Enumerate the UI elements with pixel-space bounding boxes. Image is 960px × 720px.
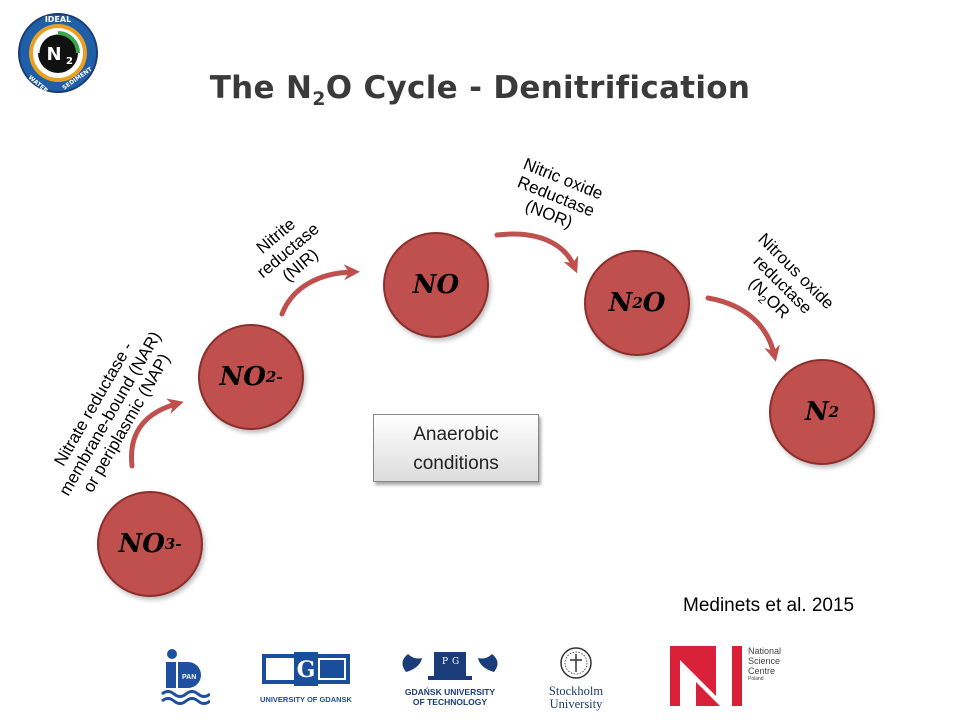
national-science-centre-logo: National Science Centre Poland [670,646,810,708]
gdansk-university-of-technology-logo: P G GDAŃSK UNIVERSITY OF TECHNOLOGY [390,648,510,707]
svg-text:P: P [442,657,448,667]
svg-text:G: G [297,657,316,683]
svg-text:G: G [452,657,459,667]
arrow-no2-to-no [279,264,360,317]
arrow-n2o-to-n2 [705,295,780,362]
gdansk-tech-crest: P G [402,652,498,680]
stockholm-university-seal [560,647,592,679]
node-nitric-oxide: NO [383,232,489,338]
university-of-gdansk-emblem: G [262,652,350,686]
svg-text:N: N [46,44,61,65]
page-title: The N2O Cycle - Denitrification [209,70,751,111]
citation: Medinets et al. 2015 [683,595,855,616]
conditions-box: Anaerobic conditions [373,414,539,482]
arrow-no3-to-no2 [129,398,184,469]
pan-logo: PAN [161,649,210,705]
svg-text:2: 2 [66,56,73,67]
svg-text:IDEAL: IDEAL [45,15,71,24]
university-of-gdansk-logo: G UNIVERSITY OF GDANSK [254,648,358,706]
stockholm-university-logo: Stockholm University [544,646,608,711]
svg-text:PAN: PAN [182,674,196,681]
ideal-water-sediment-logo: IDEAL WATER SEDIMENT N 2 [18,13,98,94]
ncn-mark [670,646,742,706]
arrow-no-to-n2o [494,231,579,274]
